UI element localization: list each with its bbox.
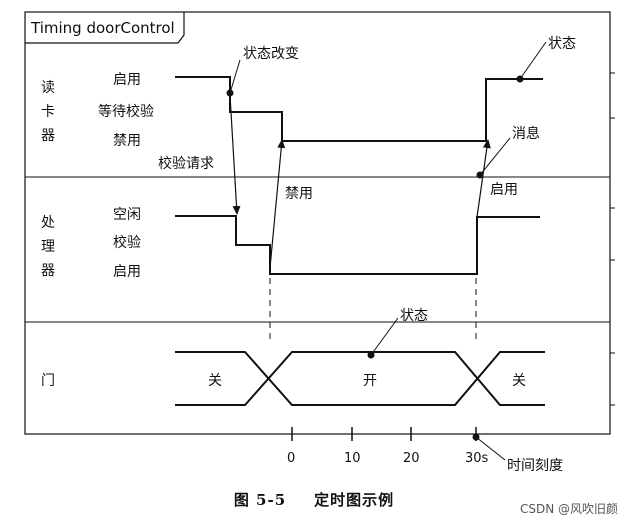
- annotation-time-scale: 时间刻度: [507, 458, 563, 474]
- time-label-0: 0: [287, 451, 295, 466]
- door-state-pointer: [370, 317, 399, 356]
- door-state-closed-right: 关: [512, 373, 526, 389]
- reader-state-enabled: 启用: [113, 72, 141, 88]
- state-top-pointer: [519, 41, 547, 80]
- time-label-30s: 30s: [465, 451, 489, 466]
- lifeline-name-reader: 读 卡 器: [41, 79, 59, 144]
- message-pointer: [479, 137, 511, 176]
- reader-state-waiting: 等待校验: [98, 103, 154, 120]
- reader-name-char-2: 卡: [41, 104, 55, 120]
- processor-state-idle: 空闲: [113, 207, 141, 223]
- reader-name-char-3: 器: [41, 128, 55, 144]
- door-state-closed-left: 关: [208, 373, 222, 389]
- processor-state-line: [175, 215, 540, 275]
- lifeline-name-processor: 处 理 器: [41, 215, 59, 279]
- time-label-20: 20: [403, 451, 420, 466]
- figure-title: 定时图示例: [314, 491, 395, 509]
- right-edge-ticks: [610, 72, 615, 406]
- processor-name-char-3: 器: [41, 263, 55, 279]
- time-scale-pointer: [475, 436, 506, 461]
- time-label-10: 10: [344, 451, 361, 466]
- reader-name-char-1: 读: [41, 79, 55, 96]
- door-state-lines: [175, 351, 545, 406]
- verify-request-arrow: [229, 94, 241, 215]
- frame-title: Timing doorControl: [30, 19, 175, 37]
- annotation-enabled: 启用: [490, 182, 518, 198]
- figure-caption: 图 5-5 定时图示例: [0, 489, 628, 510]
- annotation-state-top: 状态: [548, 36, 576, 52]
- door-state-open: 开: [363, 373, 377, 389]
- annotation-verify-request: 校验请求: [158, 155, 214, 172]
- processor-name-char-2: 理: [41, 239, 55, 255]
- watermark: CSDN @风吹旧颜: [519, 502, 618, 516]
- processor-name-char-1: 处: [41, 215, 55, 231]
- state-change-pointer: [229, 59, 241, 94]
- annotation-message: 消息: [512, 125, 540, 142]
- annotation-state-change: 状态改变: [243, 46, 299, 62]
- frame-title-tab: [25, 12, 185, 44]
- enabled-message-arrow: [476, 139, 491, 218]
- lifeline-name-door: 门: [41, 373, 55, 389]
- figure-number: 图 5-5: [233, 491, 287, 509]
- reader-state-line: [175, 76, 543, 142]
- processor-state-enabled: 启用: [113, 264, 141, 280]
- annotation-disabled: 禁用: [285, 186, 313, 202]
- diagram-frame: [24, 11, 611, 435]
- processor-state-verify: 校验: [113, 234, 141, 251]
- annotation-door-state: 状态: [400, 308, 428, 324]
- reader-state-disabled: 禁用: [113, 133, 141, 149]
- disabled-message-arrow: [269, 139, 286, 269]
